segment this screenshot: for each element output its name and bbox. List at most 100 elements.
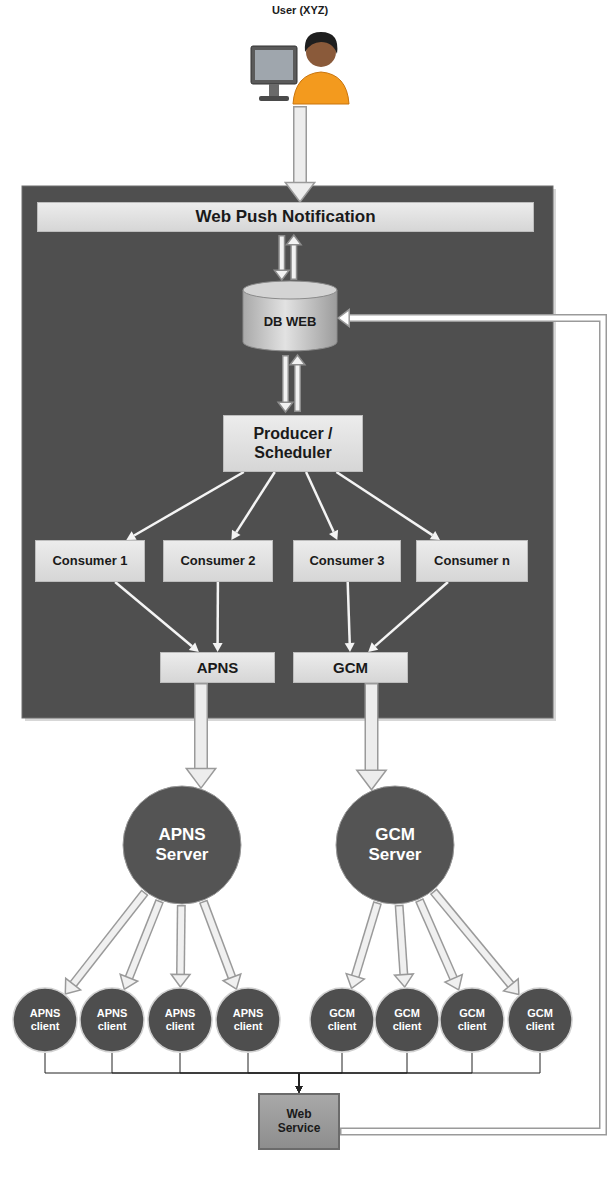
arrow-head <box>120 974 138 989</box>
circle-shape <box>310 988 374 1052</box>
arrow-fill <box>178 907 185 976</box>
arrow-head <box>186 769 215 789</box>
arrow-line <box>299 1053 407 1086</box>
connector-arrow <box>345 582 355 652</box>
person-body <box>293 72 349 104</box>
connector-arrow <box>45 1053 303 1093</box>
arrow-head <box>65 978 80 994</box>
connector-arrow <box>290 355 305 412</box>
arrow-line <box>348 582 350 643</box>
arrow-head <box>296 1086 303 1093</box>
service-box: GCM <box>293 652 408 683</box>
arrow-outline <box>129 901 160 979</box>
node-label: APNS <box>197 659 239 676</box>
node-label: APNS Server <box>136 825 228 864</box>
connector-arrow <box>357 683 386 790</box>
circle-shape <box>375 988 439 1052</box>
arrow-head <box>285 182 314 202</box>
monitor <box>251 46 297 84</box>
process-box: Consumer 3 <box>293 540 401 582</box>
arrow-fill <box>355 904 377 977</box>
monitor-neck <box>269 84 279 96</box>
connector-arrow <box>336 472 440 540</box>
connector-arrow <box>338 310 603 1132</box>
connector-arrow <box>248 1053 303 1093</box>
connector-arrow <box>285 106 314 202</box>
arrow-fill <box>434 892 511 985</box>
node-label: DB WEB <box>264 315 317 330</box>
arrow-line <box>299 1053 342 1086</box>
node-label: GCM client <box>381 1007 433 1032</box>
node-label: GCM client <box>316 1007 368 1032</box>
connector-arrow <box>180 1053 303 1093</box>
arrow-line <box>236 472 275 532</box>
connector-arrow <box>346 902 377 988</box>
service-box: APNS <box>160 652 275 683</box>
node-label: GCM client <box>514 1007 566 1032</box>
node-label: APNS client <box>86 1007 138 1032</box>
process-box: Web Push Notification <box>37 202 534 232</box>
arrow-head <box>290 355 305 365</box>
client-circle: GCM client <box>309 987 375 1053</box>
user-figure: User (XYZ) <box>245 4 355 106</box>
arrow-head <box>329 530 338 540</box>
arrow-outline <box>340 318 603 1132</box>
arrow-head <box>296 1086 303 1093</box>
arrow-outline <box>176 905 186 975</box>
arrow-fill <box>280 237 284 272</box>
circle-shape <box>123 786 241 904</box>
arrow-line <box>248 1053 299 1086</box>
monitor-screen <box>255 50 293 80</box>
arrow-outline <box>282 355 289 403</box>
connector-arrow <box>120 901 160 990</box>
connector-arrow <box>126 472 244 540</box>
circle-shape <box>13 988 77 1052</box>
arrow-line <box>299 1053 472 1086</box>
arrow-head <box>126 531 136 540</box>
user-label: User (XYZ) <box>272 4 328 17</box>
node-label: Web Push Notification <box>195 207 375 227</box>
person-hair <box>305 32 338 54</box>
arrow-line <box>115 582 192 646</box>
arrow-fill <box>284 357 288 404</box>
arrow-head <box>368 642 378 652</box>
arrow-line <box>299 1053 540 1086</box>
process-box: Consumer 1 <box>35 540 145 582</box>
arrow-head <box>171 974 190 987</box>
arrow-head <box>445 975 462 990</box>
cylinder-top <box>243 281 337 299</box>
web-service-box: Web Service <box>258 1093 340 1150</box>
arrow-head <box>430 531 440 540</box>
arrow-head <box>286 235 301 245</box>
connector-arrow <box>112 1053 303 1093</box>
arrow-fill <box>196 685 207 770</box>
arrow-line <box>336 472 432 535</box>
node-label: APNS client <box>19 1007 71 1032</box>
arrow-fill <box>295 108 306 184</box>
client-circle: APNS client <box>12 987 78 1053</box>
arrow-fill <box>292 244 296 279</box>
circle-shape <box>508 988 572 1052</box>
circle-shape <box>440 988 504 1052</box>
connector-arrow <box>395 905 414 987</box>
connector-arrow <box>115 582 199 652</box>
arrow-outline <box>294 364 301 412</box>
connector-arrow <box>203 901 241 989</box>
connector-arrow <box>306 472 338 540</box>
server-circle: APNS Server <box>122 785 242 905</box>
arrow-outline <box>355 902 378 977</box>
node-label: Producer / Scheduler <box>231 425 355 462</box>
arrow-outline <box>433 891 511 986</box>
arrow-head <box>296 1086 303 1093</box>
arrow-head <box>189 642 199 652</box>
arrow-outline <box>290 244 297 280</box>
arrow-line <box>375 582 448 646</box>
arrow-head <box>296 1086 303 1093</box>
arrow-head <box>278 402 293 412</box>
arrow-outline <box>365 683 379 771</box>
connector-arrow <box>186 683 215 788</box>
arrow-fill <box>399 906 404 975</box>
client-circle: APNS client <box>147 987 213 1053</box>
arrow-line <box>216 582 219 643</box>
